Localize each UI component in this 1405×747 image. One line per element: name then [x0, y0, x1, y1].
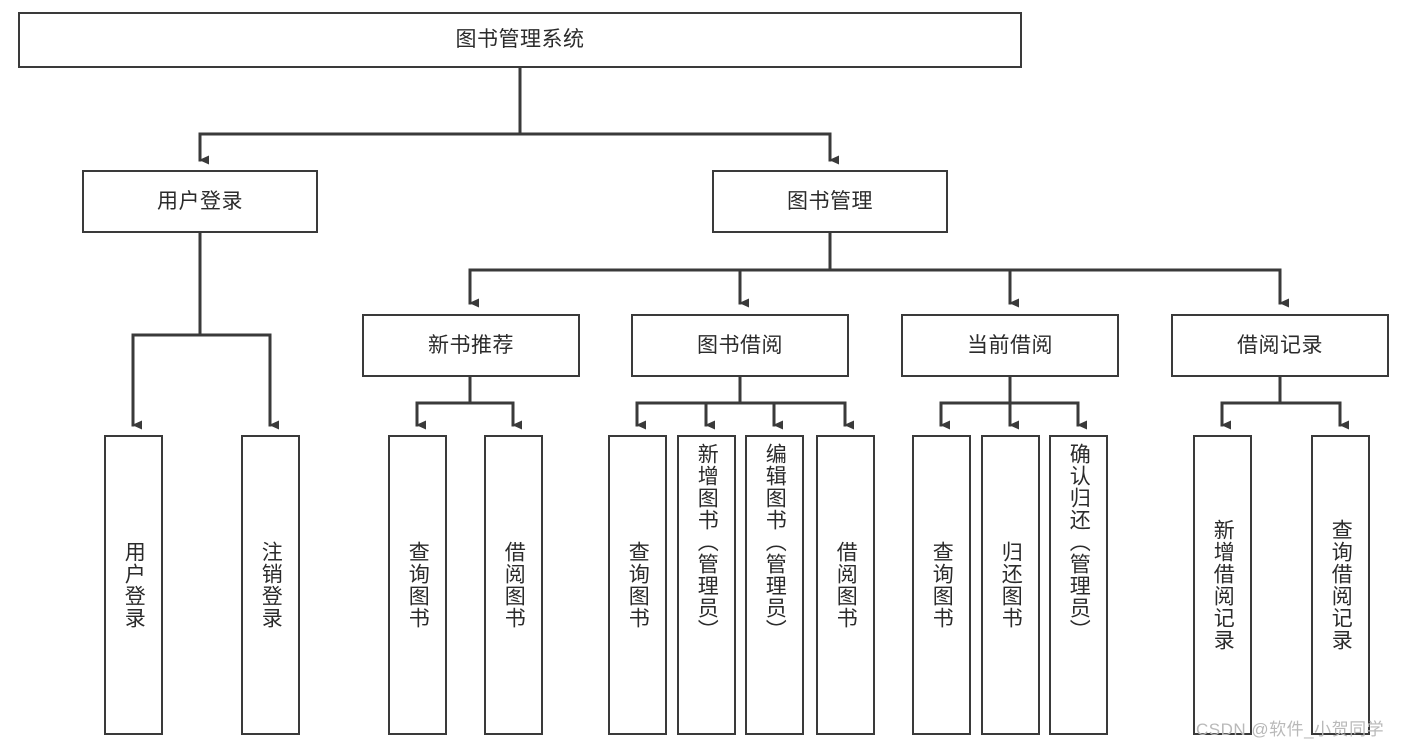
node-label: 新增借阅记录	[1211, 519, 1235, 651]
node-book-management[interactable]: 图书管理	[712, 170, 948, 233]
leaf-book-borrow-add-book-admin[interactable]: 新增图书（管理员）	[677, 435, 736, 735]
node-label: 新书推荐	[428, 333, 514, 357]
leaf-new-book-borrow-book[interactable]: 借阅图书	[484, 435, 543, 735]
node-label: 借阅图书	[834, 541, 858, 629]
leaf-book-borrow-borrow-book[interactable]: 借阅图书	[816, 435, 875, 735]
leaf-current-borrow-confirm-return-admin[interactable]: 确认归还（管理员）	[1049, 435, 1108, 735]
leaf-current-borrow-return-book[interactable]: 归还图书	[981, 435, 1040, 735]
node-borrow-record[interactable]: 借阅记录	[1171, 314, 1389, 377]
leaf-book-borrow-query-book[interactable]: 查询图书	[608, 435, 667, 735]
node-label: 编辑图书（管理员）	[763, 443, 787, 641]
node-current-borrow[interactable]: 当前借阅	[901, 314, 1119, 377]
node-label: 查询图书	[406, 541, 430, 629]
node-label: 注销登录	[259, 541, 283, 629]
leaf-current-borrow-query-book[interactable]: 查询图书	[912, 435, 971, 735]
leaf-book-borrow-edit-book-admin[interactable]: 编辑图书（管理员）	[745, 435, 804, 735]
node-label: 图书管理系统	[455, 28, 585, 52]
node-label: 图书管理	[787, 189, 873, 213]
node-label: 新增图书（管理员）	[695, 443, 719, 641]
node-label: 查询图书	[626, 541, 650, 629]
node-label: 用户登录	[157, 189, 243, 213]
leaf-new-book-query-book[interactable]: 查询图书	[388, 435, 447, 735]
node-user-login[interactable]: 用户登录	[82, 170, 318, 233]
leaf-user-login-login[interactable]: 用户登录	[104, 435, 163, 735]
leaf-borrow-record-add-record[interactable]: 新增借阅记录	[1193, 435, 1252, 735]
node-label: 借阅图书	[502, 541, 526, 629]
leaf-borrow-record-query-record[interactable]: 查询借阅记录	[1311, 435, 1370, 735]
node-label: 用户登录	[122, 541, 146, 629]
node-label: 查询借阅记录	[1329, 519, 1353, 651]
node-book-borrow[interactable]: 图书借阅	[631, 314, 849, 377]
node-label: 确认归还（管理员）	[1067, 443, 1091, 641]
node-new-book-recommend[interactable]: 新书推荐	[362, 314, 580, 377]
node-label: 图书借阅	[697, 333, 783, 357]
node-label: 查询图书	[930, 541, 954, 629]
node-label: 归还图书	[999, 541, 1023, 629]
node-root-book-management-system[interactable]: 图书管理系统	[18, 12, 1022, 68]
node-label: 借阅记录	[1237, 333, 1323, 357]
leaf-user-login-logout[interactable]: 注销登录	[241, 435, 300, 735]
node-label: 当前借阅	[967, 333, 1053, 357]
